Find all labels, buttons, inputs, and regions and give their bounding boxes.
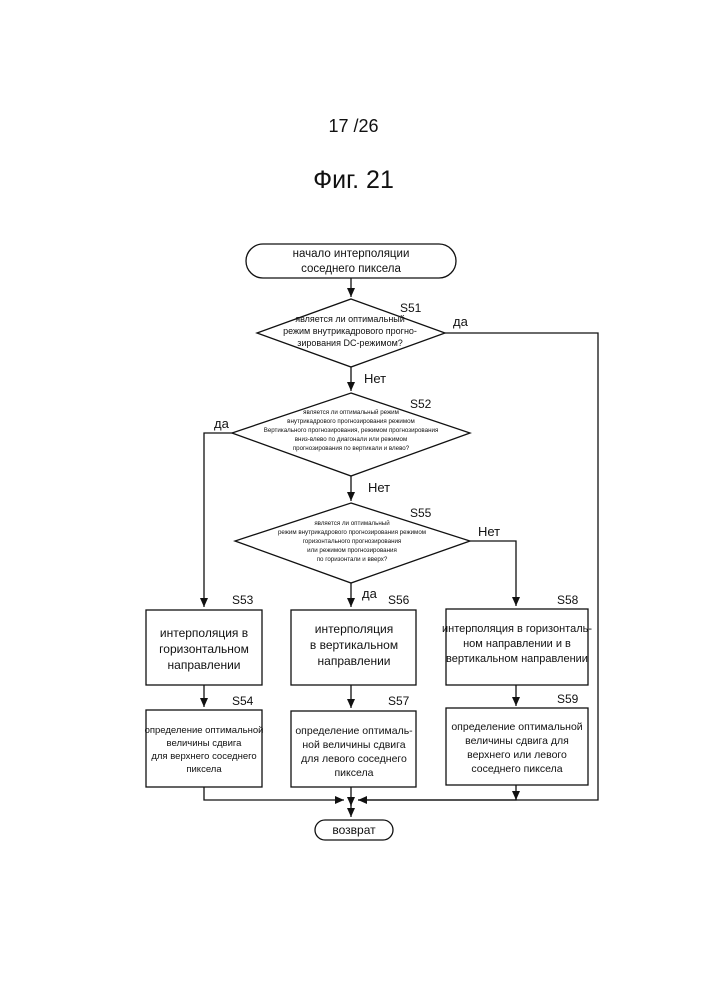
s51-no-label: Нет	[364, 371, 386, 386]
process-s58: интерполяция в горизонталь- ном направле…	[442, 593, 592, 685]
arrow-s54-merge	[204, 787, 344, 800]
process-s59: определение оптимальной величины сдвига …	[446, 692, 588, 785]
s52-step-label: S52	[410, 397, 432, 411]
s58-line-2: ном направлении и в	[463, 638, 571, 650]
s52-line-4: вниз-влево по диагонали или режимом	[295, 436, 407, 443]
s51-yes-label: да	[453, 314, 469, 329]
s55-yes-label: да	[362, 586, 378, 601]
s55-line-5: по горизонтали и вверх?	[317, 556, 388, 563]
s55-no-label: Нет	[478, 524, 500, 539]
s54-line-2: величины сдвига	[167, 738, 243, 749]
decision-s52: является ли оптимальный режим внутрикадр…	[232, 393, 470, 476]
s56-line-2: в вертикальном	[310, 638, 398, 652]
decision-s55: является ли оптимальный режим внутрикадр…	[235, 503, 470, 583]
s52-yes-label: да	[214, 416, 230, 431]
s56-line-1: интерполяция	[315, 622, 394, 636]
arrow-s55-no-s58	[470, 541, 516, 606]
arrow-s52-yes-s53	[204, 433, 257, 607]
start-terminator: начало интерполяции соседнего пиксела	[246, 244, 456, 278]
s59-step-label: S59	[557, 692, 579, 706]
s59-line-3: верхнего или левого	[467, 749, 567, 761]
start-line-1: начало интерполяции	[293, 248, 410, 260]
s54-step-label: S54	[232, 694, 254, 708]
s56-step-label: S56	[388, 593, 410, 607]
s52-no-label: Нет	[368, 480, 390, 495]
process-s56: интерполяция в вертикальном направлении …	[291, 593, 416, 685]
s57-line-3: для левого соседнего	[301, 753, 407, 765]
s51-line-2: режим внутрикадрового прогно-	[283, 326, 417, 336]
start-line-2: соседнего пиксела	[301, 263, 401, 275]
s59-line-2: величины сдвига для	[465, 735, 569, 747]
s55-line-3: горизонтального прогнозирования	[303, 538, 402, 545]
s54-line-1: определение оптимальной	[145, 725, 264, 736]
s57-line-1: определение оптималь-	[295, 725, 413, 737]
s52-line-1: является ли оптимальный режим	[303, 409, 399, 416]
s51-line-3: зирования DC-режимом?	[297, 338, 403, 348]
s56-line-3: направлении	[318, 654, 391, 668]
s53-line-3: направлении	[168, 658, 241, 672]
s57-line-2: ной величины сдвига	[302, 739, 405, 751]
s53-line-2: горизонтальном	[159, 642, 249, 656]
s54-line-3: для верхнего соседнего	[151, 751, 256, 762]
s58-line-1: интерполяция в горизонталь-	[442, 623, 592, 635]
s59-line-1: определение оптимальной	[451, 721, 582, 733]
process-s54: определение оптимальной величины сдвига …	[145, 694, 264, 787]
s57-line-4: пиксела	[335, 767, 374, 779]
s55-step-label: S55	[410, 506, 432, 520]
s57-step-label: S57	[388, 694, 410, 708]
s55-line-2: режим внутрикадрового прогнозирования ре…	[278, 529, 426, 536]
end-label: возврат	[332, 823, 376, 837]
s55-line-4: или режимом прогнозирования	[307, 547, 397, 554]
s51-step-label: S51	[400, 301, 422, 315]
process-s57: определение оптималь- ной величины сдвиг…	[291, 694, 416, 787]
s52-line-5: прогнозирования по вертикали и влево?	[293, 445, 410, 452]
s54-line-4: пиксела	[186, 764, 222, 775]
s51-line-1: является ли оптимальный	[295, 314, 405, 324]
s59-line-4: соседнего пиксела	[471, 763, 562, 775]
decision-s51: является ли оптимальный режим внутрикадр…	[257, 299, 445, 367]
s58-line-3: вертикальном направлении	[446, 653, 588, 665]
s52-line-3: Вертикального прогнозирования, режимом п…	[264, 427, 439, 434]
s52-line-2: внутрикадрового прогнозирования режимом	[287, 418, 415, 425]
s53-step-label: S53	[232, 593, 254, 607]
end-terminator: возврат	[315, 820, 393, 840]
s55-line-1: является ли оптимальный	[314, 520, 390, 527]
s53-line-1: интерполяция в	[160, 626, 248, 640]
s58-step-label: S58	[557, 593, 579, 607]
